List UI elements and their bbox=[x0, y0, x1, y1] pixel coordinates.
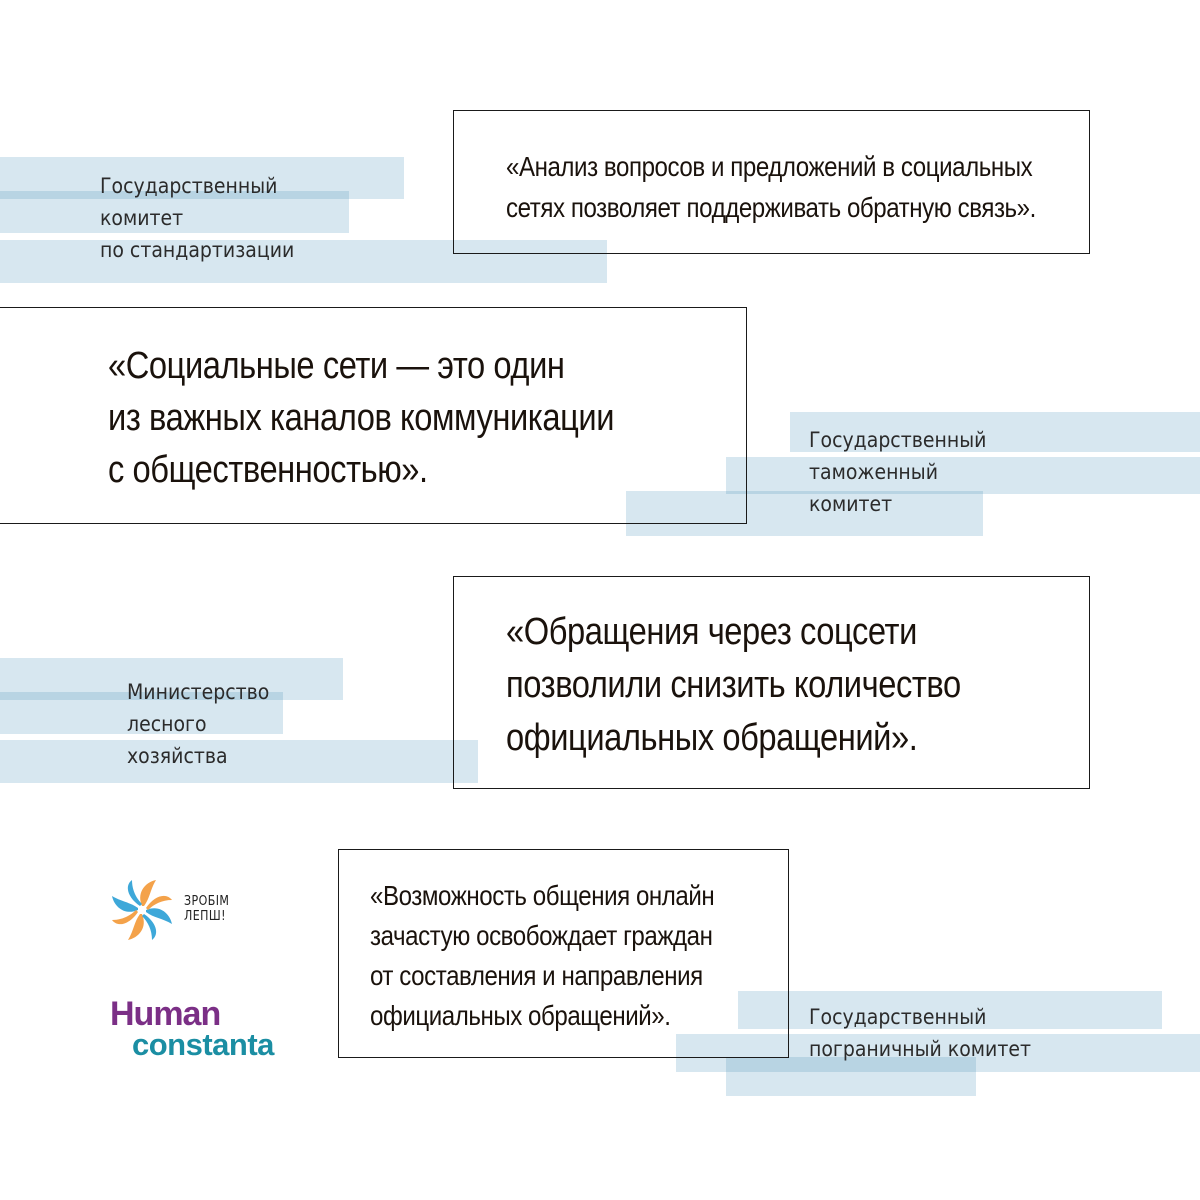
quote-line: позволили снизить количество bbox=[506, 664, 961, 706]
highlight-stripe bbox=[0, 740, 478, 783]
highlight-stripe bbox=[726, 491, 983, 494]
zrobim-lepsh-logo: ЗРОБІМ ЛЕПШ! bbox=[108, 876, 238, 946]
quote-box-2 bbox=[0, 307, 747, 524]
human-word: Human bbox=[110, 995, 221, 1033]
highlight-stripe bbox=[626, 491, 983, 536]
org-line: хозяйства bbox=[127, 744, 228, 768]
organization-label-1: Государственный комитет по стандартизаци… bbox=[100, 170, 294, 266]
quote-box-4 bbox=[338, 849, 789, 1058]
quote-line: «Обращения через соцсети bbox=[506, 611, 917, 653]
quote-line: «Социальные сети — это один bbox=[108, 345, 565, 387]
quote-line: с общественностью». bbox=[108, 449, 428, 491]
highlight-stripe bbox=[0, 692, 283, 700]
pinwheel-icon bbox=[112, 880, 172, 940]
org-line: комитет bbox=[809, 492, 893, 516]
quote-line: официальных обращений». bbox=[506, 717, 918, 759]
org-line: Министерство bbox=[127, 680, 270, 704]
quote-box-3 bbox=[453, 576, 1090, 789]
quote-line: «Анализ вопросов и предложений в социаль… bbox=[506, 151, 1033, 182]
org-line: лесного bbox=[127, 712, 207, 736]
zrobim-logo-line2: ЛЕПШ! bbox=[184, 909, 226, 924]
organization-label-4: Государственный пограничный комитет bbox=[809, 1001, 1031, 1065]
highlight-stripe bbox=[790, 412, 1200, 452]
zrobim-logo-text: ЗРОБІМ ЛЕПШ! bbox=[184, 894, 229, 924]
human-constanta-word1: Human bbox=[110, 995, 221, 1033]
human-constanta-word2: constanta bbox=[132, 1028, 274, 1062]
quote-text-4: «Возможность общения онлайн зачастую осв… bbox=[370, 876, 715, 1036]
org-line: Государственный bbox=[809, 428, 987, 452]
highlight-stripe bbox=[726, 1057, 976, 1072]
organization-label-2: Государственный таможенный комитет bbox=[809, 424, 986, 520]
quote-line: из важных каналов коммуникации bbox=[108, 397, 615, 439]
highlight-stripe bbox=[0, 191, 349, 199]
quote-text-1: «Анализ вопросов и предложений в социаль… bbox=[506, 146, 1036, 228]
highlight-stripe bbox=[738, 991, 1162, 1029]
quote-line: «Возможность общения онлайн bbox=[370, 880, 715, 911]
org-line: Государственный bbox=[100, 174, 278, 198]
quote-text-2: «Социальные сети — это один из важных ка… bbox=[108, 340, 615, 496]
zrobim-logo-line1: ЗРОБІМ bbox=[184, 894, 230, 909]
organization-label-3: Министерство лесного хозяйства bbox=[127, 676, 269, 772]
quote-box-1 bbox=[453, 110, 1090, 254]
human-constanta-logo: Human constanta bbox=[110, 996, 310, 1066]
quote-line: зачастую освобождает граждан bbox=[370, 920, 713, 951]
constanta-word: constanta bbox=[132, 1027, 274, 1062]
quote-line: официальных обращений». bbox=[370, 1000, 671, 1031]
highlight-stripe bbox=[0, 240, 607, 283]
quote-line: от составления и направления bbox=[370, 960, 703, 991]
org-line: таможенный bbox=[809, 460, 938, 484]
highlight-stripe bbox=[726, 457, 1200, 494]
quote-text-3: «Обращения через соцсети позволили снизи… bbox=[506, 606, 961, 765]
org-line: комитет bbox=[100, 206, 184, 230]
org-line: по стандартизации bbox=[100, 238, 295, 262]
org-line: Государственный bbox=[809, 1005, 987, 1029]
org-line: пограничный комитет bbox=[809, 1037, 1031, 1061]
quote-line: сетях позволяет поддерживать обратную св… bbox=[506, 192, 1036, 223]
